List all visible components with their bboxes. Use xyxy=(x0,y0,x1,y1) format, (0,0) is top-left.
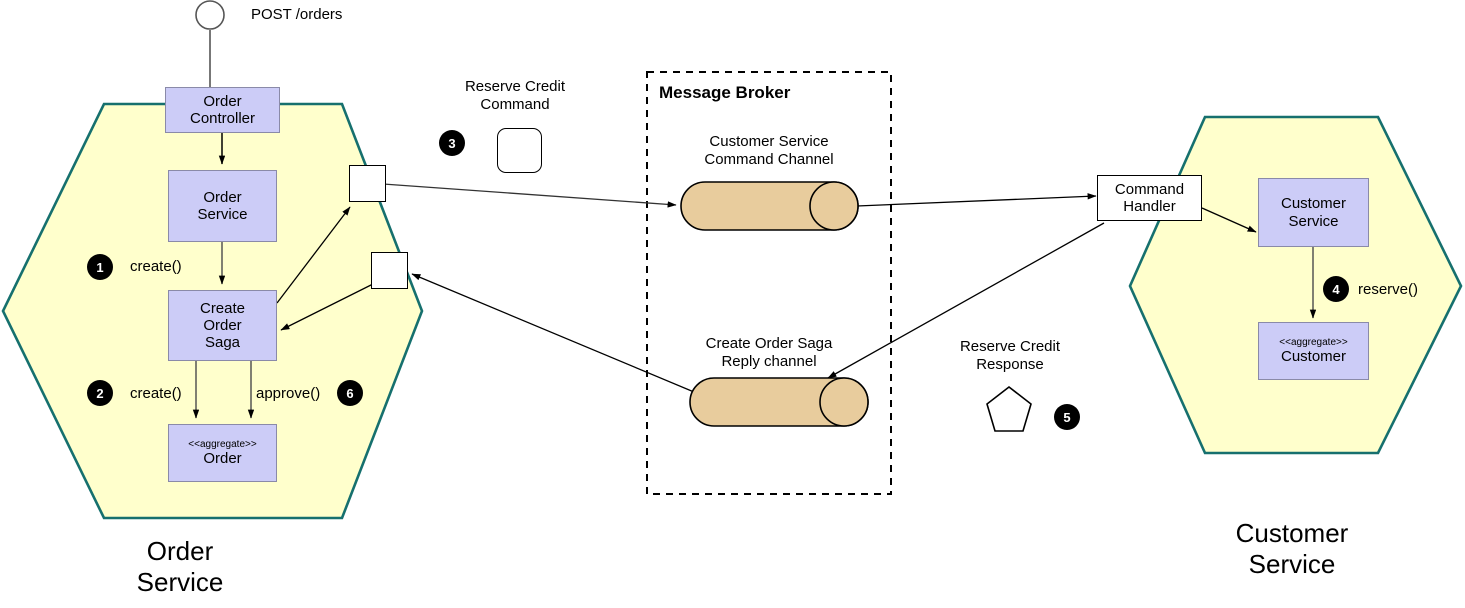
customer-service-command-channel-shape xyxy=(680,181,859,231)
order-service-caption-line2: Service xyxy=(136,566,224,597)
order-aggregate-name: Order xyxy=(203,449,242,467)
command-handler-line2: Handler xyxy=(1123,198,1176,215)
badge-5: 5 xyxy=(1054,404,1080,430)
reply-channel-line1: Create Order Saga xyxy=(705,335,833,352)
reserve-credit-command-line2: Command xyxy=(480,95,550,113)
annotation-4-label: reserve() xyxy=(1358,281,1419,298)
edge-handler-to-customer-service xyxy=(1201,207,1257,233)
annotation-6-label: approve() xyxy=(256,385,321,402)
message-broker-frame xyxy=(646,71,892,495)
reply-channel-line2: Reply channel xyxy=(721,352,817,370)
reserve-credit-response-label: Reserve Credit Response xyxy=(925,338,1095,373)
customer-service-command-channel-label: Customer Service Command Channel xyxy=(647,133,891,168)
edge-outbound-port-to-command-channel xyxy=(382,183,677,208)
edge-handler-to-reply-channel xyxy=(827,222,1105,379)
create-order-saga-reply-channel-label: Create Order Saga Reply channel xyxy=(647,335,891,370)
order-controller-component[interactable]: Order Controller xyxy=(165,87,280,133)
create-order-saga-component[interactable]: Create Order Saga xyxy=(168,290,277,361)
edge-command-channel-to-handler xyxy=(856,193,1097,207)
badge-3: 3 xyxy=(439,130,465,156)
command-channel-line2: Command Channel xyxy=(704,150,834,168)
reserve-credit-command-shape xyxy=(497,128,542,173)
customer-service-line1: Customer xyxy=(1280,195,1347,213)
order-controller-line1: Order xyxy=(203,92,242,110)
edge-inbound-port-to-saga xyxy=(280,283,374,331)
create-order-saga-reply-channel-shape xyxy=(689,377,869,427)
circle-port-icon xyxy=(195,0,225,30)
edge-reply-channel-to-inbound-port xyxy=(411,273,695,393)
outbound-command-port[interactable] xyxy=(349,165,386,202)
command-channel-line1: Customer Service xyxy=(709,133,829,150)
badge-4: 4 xyxy=(1323,276,1349,302)
customer-aggregate-name: Customer xyxy=(1280,347,1347,365)
annotation-2-label: create() xyxy=(130,385,182,402)
order-aggregate-stereotype: <<aggregate>> xyxy=(188,438,257,450)
customer-aggregate-stereotype: <<aggregate>> xyxy=(1279,336,1348,348)
message-broker-title: Message Broker xyxy=(659,83,791,102)
order-service-hexagon-caption: Order Service xyxy=(80,536,280,597)
badge-1: 1 xyxy=(87,254,113,280)
order-service-component[interactable]: Order Service xyxy=(168,170,277,242)
order-controller-line2: Controller xyxy=(189,110,256,127)
create-order-saga-line2: Order xyxy=(203,316,242,334)
entrypoint-label: POST /orders xyxy=(251,6,343,23)
badge-2: 2 xyxy=(87,380,113,406)
customer-service-caption-line2: Service xyxy=(1248,548,1336,579)
command-handler-component[interactable]: Command Handler xyxy=(1097,175,1202,221)
create-order-saga-line3: Saga xyxy=(204,334,241,352)
reserve-credit-response-line2: Response xyxy=(976,355,1044,373)
command-handler-line1: Command xyxy=(1114,180,1185,198)
order-service-caption-line1: Order xyxy=(146,536,214,566)
inbound-reply-port[interactable] xyxy=(371,252,408,289)
edge-saga-to-outbound-port xyxy=(276,206,351,304)
badge-6: 6 xyxy=(337,380,363,406)
customer-aggregate-component[interactable]: <<aggregate>> Customer xyxy=(1258,322,1369,380)
reserve-credit-response-line1: Reserve Credit xyxy=(959,338,1061,355)
reserve-credit-response-pentagon xyxy=(986,385,1032,432)
customer-service-component[interactable]: Customer Service xyxy=(1258,178,1369,247)
customer-service-line2: Service xyxy=(1288,212,1339,230)
create-order-saga-line1: Create xyxy=(199,299,246,317)
customer-service-hexagon xyxy=(1128,115,1463,455)
order-aggregate-component[interactable]: <<aggregate>> Order xyxy=(168,424,277,482)
annotation-1-label: create() xyxy=(130,258,182,275)
order-service-line2: Service xyxy=(197,206,248,223)
customer-service-caption-line1: Customer xyxy=(1235,518,1349,548)
order-service-line1: Order xyxy=(203,188,242,206)
reserve-credit-command-label: Reserve Credit Command xyxy=(440,78,590,113)
customer-service-hexagon-caption: Customer Service xyxy=(1192,518,1392,579)
reserve-credit-command-line1: Reserve Credit xyxy=(464,78,566,95)
